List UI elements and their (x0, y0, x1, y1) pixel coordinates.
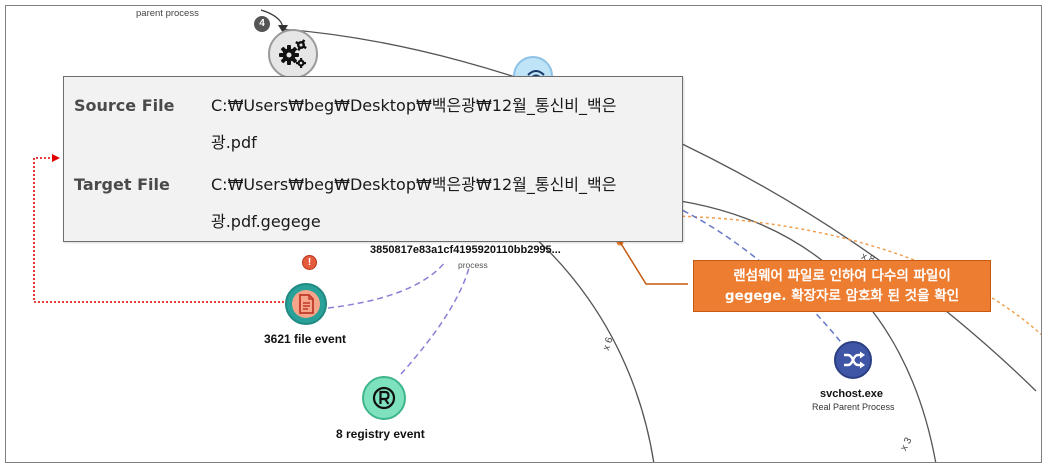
ransomware-callout: 랜섬웨어 파일로 인하여 다수의 파일이 gegege. 확장자로 암호화 된 … (693, 260, 991, 312)
file-event-node[interactable] (285, 283, 327, 325)
source-file-value-line2: 광.pdf (211, 133, 257, 152)
callout-leader (619, 241, 688, 285)
file-event-label: 3621 file event (264, 332, 347, 346)
alert-icon-mark: ! (307, 257, 312, 268)
target-file-key: Target File (74, 175, 170, 194)
process-sub-label: process (458, 260, 488, 270)
parent-edge-arrowhead (278, 25, 288, 33)
step-badge-number: 4 (259, 18, 265, 29)
gears-process-node[interactable] (268, 29, 318, 79)
callout-line1: 랜섬웨어 파일로 인하여 다수의 파일이 (733, 268, 951, 284)
file-event-tooltip: Source File C:₩Users₩beg₩Desktop₩백은광₩12월… (63, 76, 683, 242)
svchost-name-label: svchost.exe (820, 388, 883, 400)
registry-event-node[interactable] (362, 376, 406, 420)
shuffle-icon (844, 351, 865, 369)
target-file-value-line2: 광.pdf.gegege (211, 212, 321, 231)
svchost-sub-label: Real Parent Process (812, 402, 895, 412)
parent-process-label: parent process (136, 8, 199, 19)
source-file-key: Source File (74, 96, 175, 115)
registry-event-label: 8 registry event (336, 427, 425, 441)
callout-line2: gegege. 확장자로 암호화 된 것을 확인 (724, 288, 960, 304)
link-process-svchost (673, 205, 845, 347)
registered-icon (372, 386, 396, 410)
source-file-value-line1: C:₩Users₩beg₩Desktop₩백은광₩12월_통신비_백은 (211, 96, 617, 115)
alert-icon: ! (302, 255, 317, 270)
orange-dotted-arc (675, 215, 1041, 336)
document-icon (299, 294, 314, 314)
process-hash-label: 3850817e83a1cf4195920110bb2995... (370, 244, 561, 256)
edge-label-x3: x 3 (899, 435, 915, 452)
link-process-registry (400, 267, 470, 375)
step-badge: 4 (254, 16, 270, 32)
gears-icon (279, 39, 307, 68)
graph-canvas: x 6 x 3 x 8 parent process 4 (5, 5, 1042, 463)
red-link-arrowhead (52, 154, 60, 162)
edge-label-x6: x 6 (601, 335, 616, 352)
svchost-node[interactable] (834, 341, 872, 379)
red-link (33, 157, 288, 303)
target-file-value-line1: C:₩Users₩beg₩Desktop₩백은광₩12월_통신비_백은 (211, 175, 617, 194)
link-process-file (327, 260, 447, 309)
